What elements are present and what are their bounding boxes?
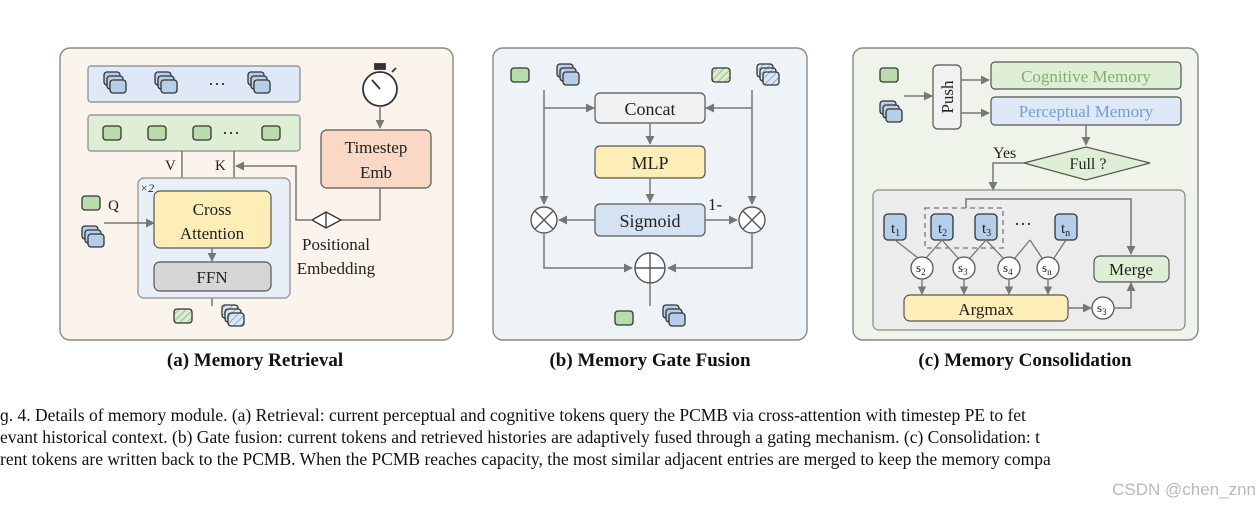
panel-memory-retrieval: ··· ··· V K ×2 Cross Attention FFN Q — [59, 47, 454, 341]
v-label: V — [165, 158, 176, 174]
s-selected: s3 — [1091, 296, 1115, 320]
repeat-label: ×2 — [140, 181, 154, 195]
positional-embedding-label: Positional — [302, 235, 370, 254]
svg-text:t2: t2 — [938, 221, 947, 239]
sigmoid-label: Sigmoid — [619, 211, 680, 231]
svg-text:sn: sn — [1042, 260, 1052, 277]
watermark: CSDN @chen_znn — [1112, 480, 1256, 499]
svg-text:t3: t3 — [982, 221, 991, 239]
svg-text:s3: s3 — [958, 260, 968, 277]
q-label: Q — [108, 198, 119, 214]
add-icon — [634, 252, 666, 284]
cognitive-memory-label: Cognitive Memory — [1021, 67, 1151, 86]
hatched-green-token — [711, 67, 731, 83]
s-similarity: s2 — [910, 256, 934, 280]
s-similarity: s4 — [997, 256, 1021, 280]
ellipsis: ··· — [208, 74, 226, 94]
panel-b-caption: (b) Memory Gate Fusion — [549, 350, 750, 371]
svg-text:s3: s3 — [1097, 300, 1107, 317]
multiply-icon — [530, 206, 558, 234]
green-token — [510, 67, 530, 83]
timestep-emb-block — [320, 129, 432, 189]
blue-token-stack — [154, 71, 178, 94]
s-similarity: s3 — [952, 256, 976, 280]
timestep-emb-label: Emb — [360, 163, 392, 182]
svg-text:s2: s2 — [916, 260, 926, 277]
perceptual-memory-label: Perceptual Memory — [1019, 102, 1154, 121]
svg-text:s4: s4 — [1003, 260, 1013, 277]
panel-memory-gate-fusion: Concat MLP Sigmoid 1- — [492, 47, 808, 341]
t-token: t3 — [974, 213, 998, 241]
figure-caption-line: ɡ. 4. Details of memory module. (a) Retr… — [0, 405, 1026, 425]
merge-block — [1093, 255, 1170, 283]
argmax-label: Argmax — [958, 300, 1014, 319]
green-token — [102, 125, 281, 141]
t-token: t2 — [930, 213, 954, 241]
k-label: K — [215, 158, 226, 174]
ffn-label: FFN — [196, 268, 227, 287]
timestep-emb-label: Timestep — [345, 138, 408, 157]
panel-c-caption: (c) Memory Consolidation — [918, 350, 1132, 371]
ellipsis: ··· — [222, 123, 240, 143]
selected-pair-outline — [924, 207, 1004, 249]
memory-module-figure: ··· ··· V K ×2 Cross Attention FFN Q — [59, 47, 1199, 371]
green-token — [614, 310, 634, 326]
cross-attention-label: Cross — [193, 200, 232, 219]
mlp-label: MLP — [631, 153, 668, 173]
multiply-icon — [738, 206, 766, 234]
positional-embedding-icon — [310, 211, 343, 229]
perceptual-memory-bank-row — [87, 65, 301, 103]
ffn-block — [153, 261, 272, 292]
figure-caption-line: rent tokens are written back to the PCMB… — [0, 449, 1051, 469]
blue-token-stack — [81, 225, 105, 248]
blue-token-stack — [103, 71, 127, 94]
hatched-blue-token-stack — [221, 304, 245, 327]
blue-token-stack — [662, 304, 686, 327]
s-similarity: sn — [1036, 256, 1060, 280]
t-token: tn — [1054, 213, 1078, 241]
panel-memory-consolidation: Push Cognitive Memory Perceptual Memory … — [852, 47, 1199, 341]
one-minus-label: 1- — [708, 195, 723, 214]
push-block — [932, 64, 962, 130]
yes-label: Yes — [993, 145, 1016, 162]
t-token: t1 — [883, 213, 907, 241]
panel-a-caption: (a) Memory Retrieval — [167, 350, 343, 371]
green-token — [81, 195, 101, 211]
cross-attention-label: Attention — [180, 224, 245, 243]
concat-label: Concat — [625, 99, 676, 119]
blue-token-stack — [247, 71, 271, 94]
svg-text:tn: tn — [1061, 221, 1070, 239]
blue-token-stack — [879, 100, 903, 123]
merge-label: Merge — [1109, 260, 1153, 279]
positional-embedding-label: Embedding — [297, 259, 376, 278]
cognitive-memory-block — [990, 61, 1182, 90]
blue-token-stack — [556, 63, 580, 86]
svg-text:t1: t1 — [891, 221, 900, 239]
full-label: Full ? — [1070, 156, 1107, 173]
full-decision-diamond — [1021, 146, 1151, 181]
hatched-green-token — [173, 308, 193, 324]
green-token — [879, 67, 899, 83]
push-label: Push — [938, 80, 957, 114]
hatched-blue-token-stack — [756, 63, 780, 86]
ellipsis: ··· — [1014, 214, 1032, 234]
figure-caption-line: evant historical context. (b) Gate fusio… — [0, 427, 1040, 447]
